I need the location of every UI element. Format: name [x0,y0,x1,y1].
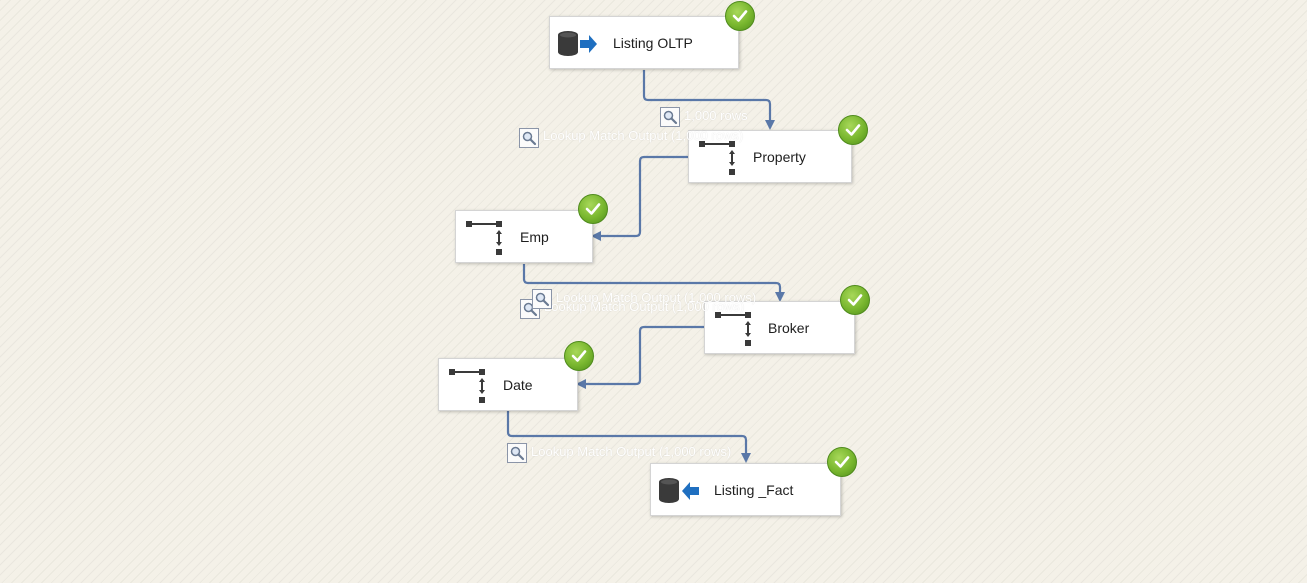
component-label: Listing OLTP [613,35,693,51]
success-check-icon [564,341,594,371]
path-label: 1,000 rows [684,108,748,123]
data-viewer-icon[interactable] [519,128,539,148]
path-broker-to-date [576,325,704,389]
lookup-transform-icon [449,369,485,403]
success-check-icon [578,194,608,224]
lookup-transform-icon [699,141,735,175]
component-label: Broker [768,320,810,336]
lookup-transform-icon [715,312,751,346]
component-listing-oltp[interactable]: Listing OLTP [549,16,739,69]
path-label: Lookup Match Output (1,000 rows) [531,444,732,459]
success-check-icon [840,285,870,315]
path-property-to-emp [591,155,688,241]
data-viewer-icon[interactable] [507,443,527,463]
success-check-icon [827,447,857,477]
component-label: Property [753,149,806,165]
component-property[interactable]: Property [688,130,852,183]
component-broker[interactable]: Broker [704,301,855,354]
oledb-destination-icon [659,478,699,503]
path-label: Lookup Match Output (1,000 rows) [544,299,745,314]
component-date[interactable]: Date [438,358,578,411]
data-viewer-icon[interactable] [660,107,680,127]
component-label: Listing _Fact [714,482,794,498]
component-label: Date [503,377,533,393]
path-label: Lookup Match Output (1,000 rows) [556,290,757,305]
lookup-transform-icon [466,221,502,255]
component-emp[interactable]: Emp [455,210,593,263]
success-check-icon [838,115,868,145]
component-listing-fact[interactable]: Listing _Fact [650,463,841,516]
data-viewer-icon[interactable] [532,289,552,309]
path-label: Lookup Match Output (1,000 rows) [543,128,744,143]
oledb-source-icon [558,31,597,56]
success-check-icon [725,1,755,31]
component-label: Emp [520,229,549,245]
